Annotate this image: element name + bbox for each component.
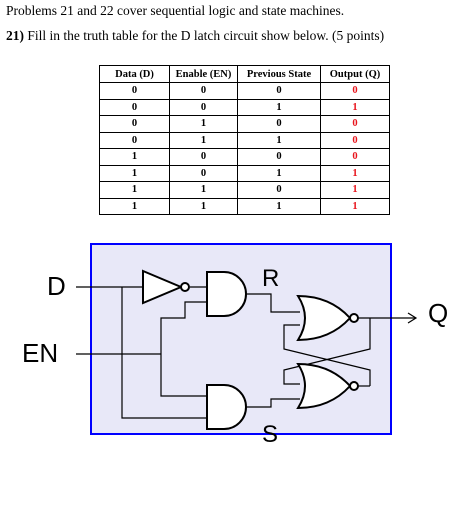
cell-output: 1: [320, 164, 390, 182]
cell-enable: 1: [169, 181, 238, 199]
cell-previous-state: 1: [237, 197, 321, 215]
cell-output: 1: [320, 98, 390, 116]
cell-previous-state: 1: [237, 164, 321, 182]
nor-gate-bottom: [296, 362, 359, 410]
nor-gate-top: [296, 294, 359, 342]
wire-en-branch: [160, 354, 207, 397]
cell-output: 0: [320, 82, 390, 100]
cell-data: 1: [99, 197, 170, 215]
label-en: EN: [22, 338, 58, 368]
wire-and-s-out: [246, 398, 300, 408]
table-row: 1 0 0 0: [99, 148, 390, 166]
cell-output: 0: [320, 148, 390, 166]
cell-previous-state: 0: [237, 148, 321, 166]
table-row: 0 1 0 0: [99, 115, 390, 133]
not-gate: [142, 269, 190, 305]
truth-table: Data (D) Enable (EN) Previous State Outp…: [99, 65, 390, 215]
wire-en-up: [160, 301, 207, 354]
label-d: D: [47, 271, 66, 301]
label-r: R: [262, 265, 279, 292]
header-output: Output (Q): [320, 65, 390, 83]
cell-enable: 0: [169, 164, 238, 182]
header-enable: Enable (EN): [169, 65, 238, 83]
cell-previous-state: 0: [237, 82, 321, 100]
cell-previous-state: 1: [237, 98, 321, 116]
label-q: Q: [428, 298, 448, 328]
table-row: 1 0 1 1: [99, 164, 390, 182]
cell-data: 0: [99, 98, 170, 116]
cell-data: 1: [99, 148, 170, 166]
intro-text: Problems 21 and 22 cover sequential logi…: [6, 3, 345, 18]
wire-feedback-qbar: [283, 324, 371, 386]
d-latch-circuit-diagram: D EN R S Q: [22, 243, 448, 448]
cell-enable: 0: [169, 148, 238, 166]
wire-and-r-out: [246, 293, 300, 313]
cell-output: 0: [320, 115, 390, 133]
cell-previous-state: 0: [237, 115, 321, 133]
cell-enable: 1: [169, 131, 238, 149]
table-row: 0 1 1 0: [99, 131, 390, 149]
table-row: 0 0 0 0: [99, 82, 390, 100]
table-row: 1 1 0 1: [99, 181, 390, 199]
wire-d-branch: [121, 287, 207, 419]
table-row: 1 1 1 1: [99, 197, 390, 215]
cell-data: 0: [99, 115, 170, 133]
cell-enable: 1: [169, 197, 238, 215]
cell-data: 0: [99, 131, 170, 149]
cell-data: 0: [99, 82, 170, 100]
table-row: 0 0 1 1: [99, 98, 390, 116]
cell-data: 1: [99, 164, 170, 182]
cell-data: 1: [99, 181, 170, 199]
cell-enable: 0: [169, 82, 238, 100]
cell-previous-state: 0: [237, 181, 321, 199]
question-text: 21) Fill in the truth table for the D la…: [6, 28, 384, 44]
label-s: S: [262, 421, 278, 448]
header-previous-state: Previous State: [237, 65, 321, 83]
cell-previous-state: 1: [237, 131, 321, 149]
cell-output: 1: [320, 181, 390, 199]
question-body: Fill in the truth table for the D latch …: [27, 28, 385, 43]
question-number: 21): [6, 28, 24, 43]
output-arrow-icon: [407, 312, 418, 324]
cell-output: 0: [320, 131, 390, 149]
cell-enable: 1: [169, 115, 238, 133]
and-gate-r: [206, 271, 247, 317]
cell-enable: 0: [169, 98, 238, 116]
truth-table-header-row: Data (D) Enable (EN) Previous State Outp…: [99, 65, 390, 83]
header-data: Data (D): [99, 65, 170, 83]
and-gate-s: [206, 384, 247, 430]
cell-output: 1: [320, 197, 390, 215]
wire-feedback-q: [283, 318, 371, 385]
